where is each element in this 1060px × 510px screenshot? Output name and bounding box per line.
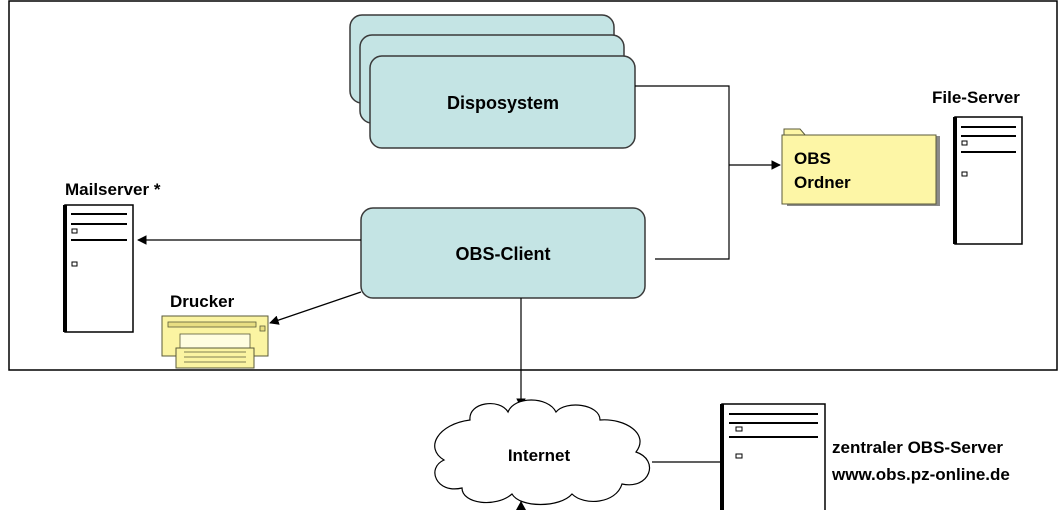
arrow-stub-head	[516, 501, 526, 510]
arrow-to-printer	[269, 291, 362, 325]
central-server-line1: zentraler OBS-Server	[832, 438, 1003, 457]
server-icon[interactable]	[953, 116, 1023, 245]
obs-client-box[interactable]: OBS-Client	[360, 207, 646, 299]
server-icon[interactable]	[63, 204, 134, 333]
printer-label: Drucker	[170, 292, 235, 311]
connector-to-folder	[635, 85, 781, 260]
server-icon[interactable]	[720, 403, 826, 510]
obs-folder-line1: OBS	[794, 149, 831, 168]
disposystem-label: Disposystem	[447, 93, 559, 113]
mailserver-label: Mailserver *	[65, 180, 161, 199]
internet-label: Internet	[508, 446, 571, 465]
file-server-label: File-Server	[932, 88, 1020, 107]
obs-folder-line2: Ordner	[794, 173, 851, 192]
folder-icon[interactable]: OBS Ordner	[781, 128, 940, 206]
local-network-boundary	[8, 0, 1058, 371]
printer-icon[interactable]	[161, 315, 269, 369]
disposystem-stack[interactable]: Disposystem	[349, 14, 636, 149]
central-server-line2: www.obs.pz-online.de	[831, 465, 1010, 484]
cloud-icon[interactable]: Internet	[434, 399, 651, 505]
obs-client-label: OBS-Client	[455, 244, 550, 264]
